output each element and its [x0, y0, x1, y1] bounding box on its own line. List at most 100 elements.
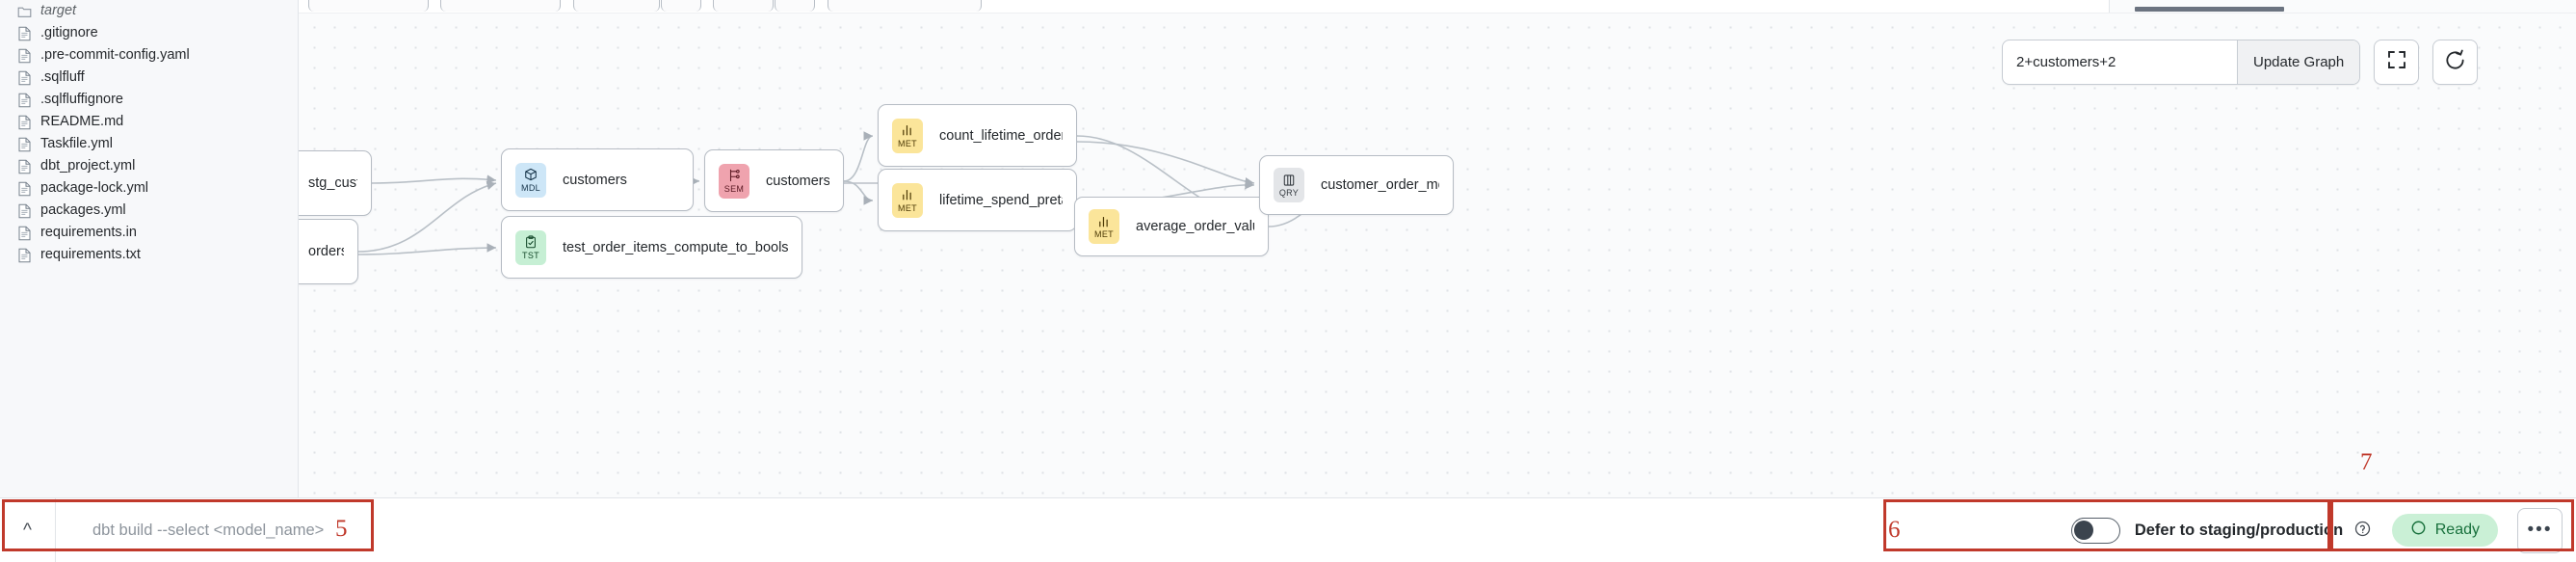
file-icon — [17, 93, 32, 108]
file-tree-item-label: .sqlfluff — [40, 69, 85, 86]
file-tree-item[interactable]: package-lock.yml — [0, 177, 298, 200]
editor-tab[interactable] — [573, 0, 660, 12]
active-tab-indicator — [2135, 7, 2284, 12]
node-type-badge: TST — [515, 229, 546, 265]
refresh-button[interactable] — [2432, 40, 2479, 85]
update-graph-button[interactable]: Update Graph — [2237, 40, 2360, 84]
graph-node-label: customer_order_metrics — [1321, 177, 1439, 193]
ellipsis-icon: ••• — [2527, 520, 2553, 540]
editor-tab-strip — [299, 0, 2110, 13]
defer-toggle-label: Defer to staging/production — [2135, 521, 2371, 540]
editor-tab[interactable] — [440, 0, 561, 12]
graph-node[interactable]: TST test_order_items_compute_to_bools… — [501, 216, 802, 279]
file-icon — [17, 248, 32, 263]
graph-node[interactable]: MET count_lifetime_orders — [878, 104, 1077, 167]
graph-node[interactable]: MET average_order_value — [1074, 197, 1269, 256]
metric-icon — [1097, 214, 1111, 228]
file-tree-item[interactable]: dbt_project.yml — [0, 155, 298, 177]
bottom-command-bar: ^ Defer to staging/production — [0, 497, 2576, 562]
semantic-icon — [727, 169, 741, 183]
node-type-badge: MET — [892, 118, 923, 153]
file-tree-item[interactable]: requirements.in — [0, 222, 298, 244]
file-icon — [17, 70, 32, 86]
command-input[interactable] — [56, 520, 1790, 541]
editor-tab[interactable] — [661, 0, 701, 12]
editor-tab[interactable] — [308, 0, 429, 12]
graph-node-label: customers — [563, 172, 627, 188]
node-type-badge: MET — [1089, 209, 1119, 244]
node-type-abbr: TST — [522, 250, 539, 260]
editor-tab[interactable] — [828, 0, 982, 12]
file-tree-item[interactable]: README.md — [0, 111, 298, 133]
defer-toggle[interactable] — [2070, 517, 2120, 544]
metric-icon — [901, 188, 914, 202]
node-type-abbr: MET — [898, 202, 917, 213]
file-icon — [17, 115, 32, 130]
graph-node[interactable]: QRY customer_order_metrics — [1259, 155, 1454, 215]
file-tree-item-label: packages.yml — [40, 202, 126, 219]
file-tree-item-label: requirements.in — [40, 225, 137, 241]
graph-toolbar: Update Graph — [2002, 40, 2479, 85]
status-label: Ready — [2434, 522, 2480, 538]
file-explorer-panel: target .gitignore .pre-commit-config.yaml.… — [0, 0, 299, 561]
test-icon — [524, 235, 538, 250]
file-icon — [17, 26, 32, 41]
node-type-badge: QRY — [1274, 168, 1304, 202]
editor-tab[interactable] — [713, 0, 774, 12]
file-tree-item-label: dbt_project.yml — [40, 158, 136, 174]
file-tree-item-label: requirements.txt — [40, 247, 141, 263]
file-icon — [17, 137, 32, 152]
refresh-icon — [2444, 49, 2466, 76]
overflow-menu-button[interactable]: ••• — [2517, 507, 2563, 553]
toggle-knob — [2073, 521, 2093, 540]
graph-node-label: count_lifetime_orders — [939, 127, 1063, 144]
file-tree-item[interactable]: .gitignore — [0, 22, 298, 44]
graph-node-label: average_order_value — [1136, 219, 1254, 234]
file-tree-item[interactable]: .sqlfluffignore — [0, 89, 298, 111]
editor-tab[interactable] — [775, 0, 815, 12]
file-tree-item[interactable]: Taskfile.yml — [0, 133, 298, 155]
node-type-abbr: QRY — [1278, 188, 1300, 198]
help-circle-icon[interactable] — [2354, 521, 2371, 537]
collapse-panel-button[interactable]: ^ — [0, 498, 56, 562]
node-type-badge: MET — [892, 182, 923, 218]
bottom-bar-right: Defer to staging/production — [2070, 498, 2563, 562]
graph-selector-input[interactable] — [2003, 40, 2237, 84]
node-type-badge: MDL — [515, 162, 546, 198]
defer-toggle-group: Defer to staging/production — [2070, 517, 2371, 544]
graph-node[interactable]: stg_customers — [299, 150, 372, 216]
file-tree-item[interactable]: packages.yml — [0, 200, 298, 222]
fullscreen-button[interactable] — [2374, 40, 2420, 85]
file-tree-item-label: package-lock.yml — [40, 180, 149, 197]
file-tree-item-label: .gitignore — [40, 25, 98, 41]
graph-node[interactable]: orders — [299, 219, 358, 284]
graph-node-label: orders — [308, 244, 344, 259]
graph-node-label: test_order_items_compute_to_bools… — [563, 239, 788, 255]
node-type-abbr: SEM — [723, 183, 745, 194]
graph-node-label: customers — [766, 173, 829, 189]
file-tree-item-label: Taskfile.yml — [40, 136, 113, 152]
file-tree-item-label: target — [40, 3, 77, 19]
annotation-number: 7 — [2360, 449, 2373, 475]
annotation-number: 5 — [335, 516, 348, 542]
status-badge[interactable]: Ready — [2391, 514, 2498, 547]
file-icon — [17, 181, 32, 197]
command-input-wrap: ^ — [0, 498, 1790, 562]
graph-node-label: stg_customers — [308, 175, 357, 191]
file-tree-item-label: README.md — [40, 114, 124, 130]
node-type-badge: SEM — [719, 163, 749, 199]
file-icon — [17, 48, 32, 64]
file-tree-item[interactable]: .pre-commit-config.yaml — [0, 44, 298, 67]
file-tree-item[interactable]: .sqlfluff — [0, 67, 298, 89]
file-tree-item[interactable]: target — [0, 0, 298, 22]
annotation-number: 6 — [1888, 517, 1901, 543]
graph-canvas[interactable] — [299, 13, 2576, 497]
file-icon — [17, 226, 32, 241]
file-tree-item-label: .pre-commit-config.yaml — [40, 47, 190, 64]
graph-node[interactable]: SEM customers — [704, 149, 844, 212]
graph-node[interactable]: MDL customers — [501, 148, 694, 211]
file-tree-item[interactable]: requirements.txt — [0, 244, 298, 266]
tab-strip-divider — [2109, 0, 2110, 13]
